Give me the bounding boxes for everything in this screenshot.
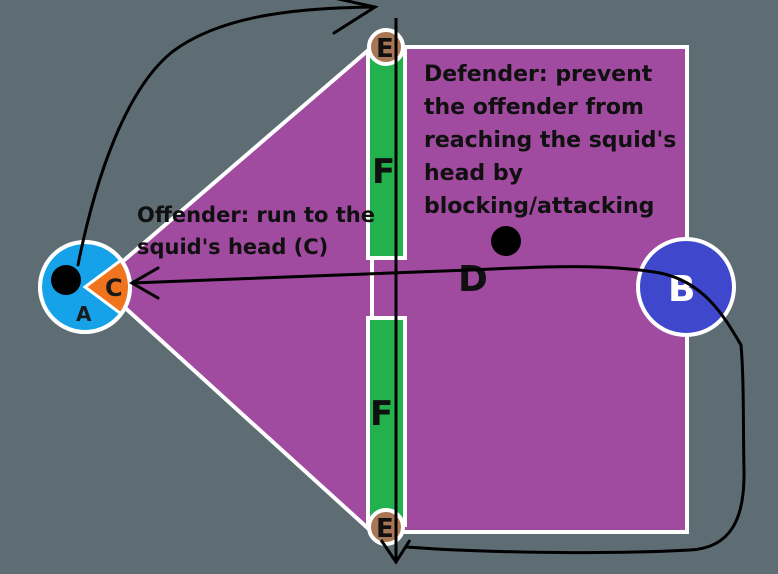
center-line-arrowhead: [379, 539, 412, 565]
defender-dot: [491, 226, 521, 256]
defender-instruction: Defender: prevent the offender from reac…: [424, 62, 677, 219]
offender-instruction: Offender: run to the squid's head (C): [137, 203, 375, 259]
label-f-bottom: F: [370, 394, 393, 434]
squid-body-rectangle: [370, 45, 689, 534]
return-path-arrowhead: [128, 266, 160, 300]
circle-a-outline: [38, 240, 132, 334]
label-c: C: [105, 274, 123, 302]
offender-path-arrowhead: [332, 0, 379, 35]
label-a: A: [76, 302, 92, 326]
squid-body-triangle: [120, 42, 374, 537]
label-d: D: [458, 259, 488, 300]
label-e-bottom: E: [376, 514, 394, 544]
return-path: [130, 265, 746, 555]
offender-path-arc: [76, 5, 376, 267]
offender-dot: [51, 265, 81, 295]
label-e-top: E: [376, 34, 394, 64]
circle-b: [636, 237, 736, 337]
gate-bottom: [366, 316, 407, 527]
label-f-top: F: [372, 152, 395, 192]
squid-head-c: [82, 249, 128, 325]
